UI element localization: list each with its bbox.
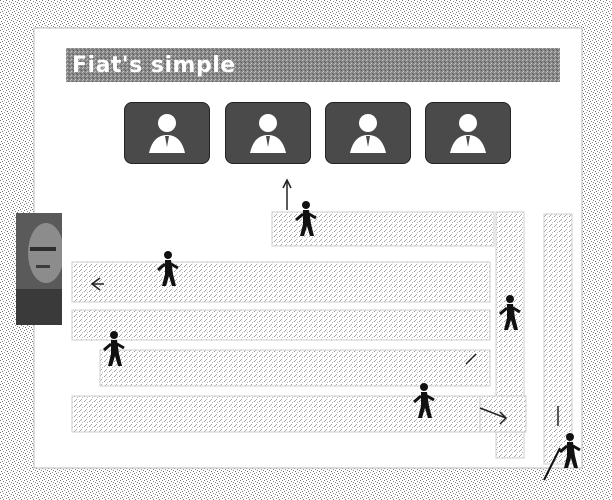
walking-person-icon xyxy=(100,330,128,374)
corridor-row-3 xyxy=(100,350,490,386)
walking-cane-icon xyxy=(538,440,566,484)
corridor-row-1 xyxy=(72,262,490,302)
corridor-row-2 xyxy=(72,310,490,340)
walking-person-icon xyxy=(292,200,320,244)
walking-person-icon xyxy=(496,294,524,338)
face-photo xyxy=(16,213,62,325)
corridor-far-right-vertical xyxy=(544,214,572,464)
walking-person-icon xyxy=(410,382,438,426)
walking-person-icon xyxy=(154,250,182,294)
